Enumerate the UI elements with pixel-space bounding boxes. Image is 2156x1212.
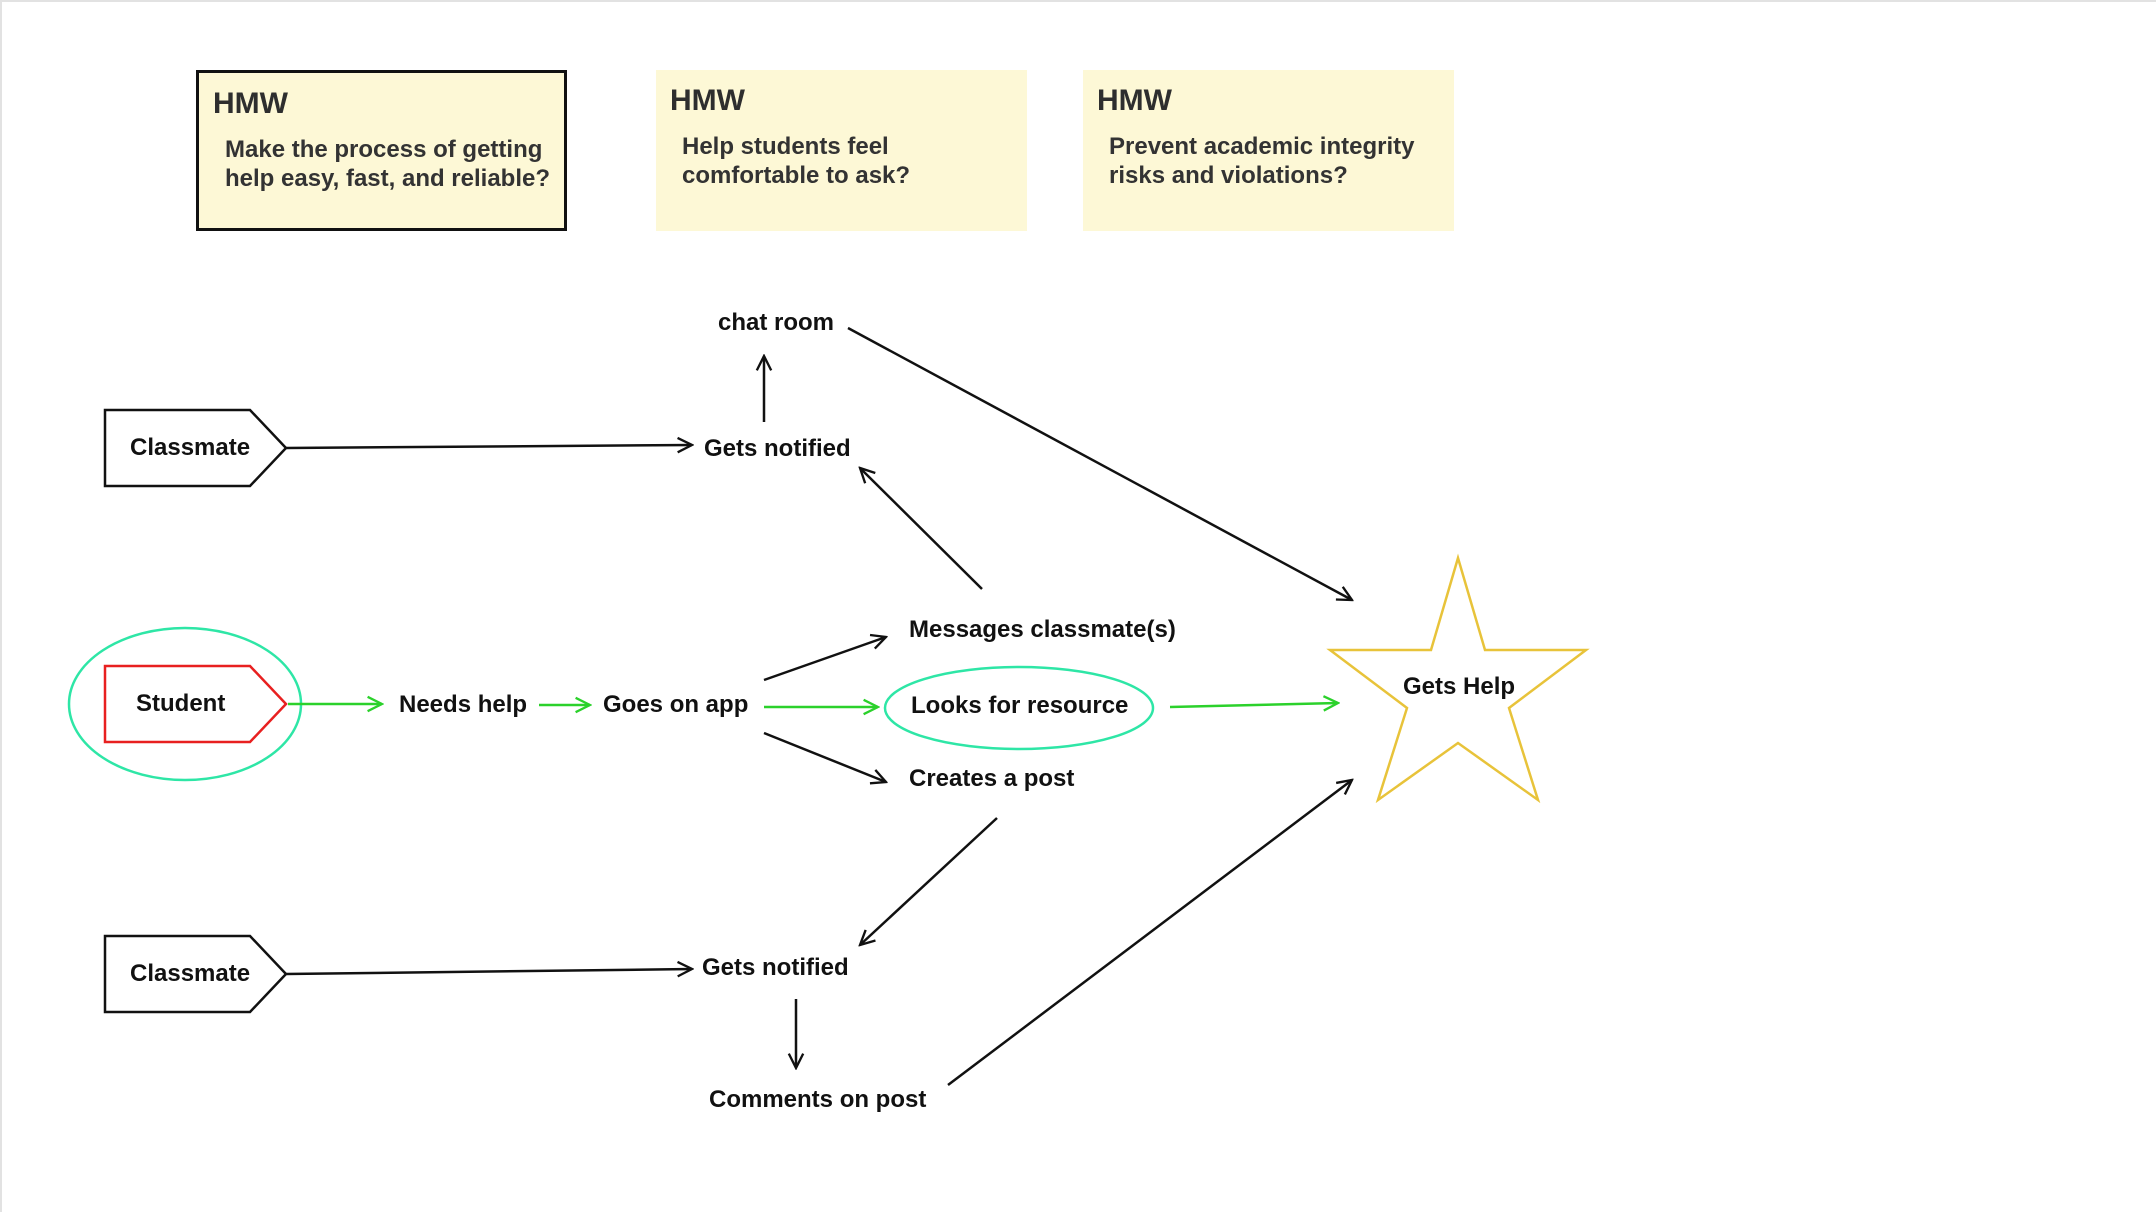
step-chat-room[interactable]: chat room [718, 309, 835, 336]
arrow-creates-post-to-gets-notified[interactable] [860, 817, 998, 945]
step-goes-on-app[interactable]: Goes on app [603, 691, 749, 718]
hmw-note-1[interactable]: HMW Make the process of getting help eas… [196, 70, 567, 231]
hmw-note-2-title: HMW [670, 84, 745, 117]
arrow-looks-for-resource-to-gets-help[interactable] [1169, 703, 1338, 707]
goal-star[interactable] [1326, 553, 1590, 804]
step-gets-notified-bottom[interactable]: Gets notified [702, 954, 849, 981]
classmate-bottom-shape[interactable] [103, 934, 288, 1014]
hmw-note-3-title: HMW [1097, 84, 1172, 117]
arrow-classmate-top-to-gets-notified[interactable] [285, 445, 692, 448]
classmate-top-shape[interactable] [103, 408, 288, 488]
hmw-note-3-body-line-2: risks and violations? [1109, 162, 1348, 189]
hmw-note-3[interactable]: HMW Prevent academic integrity risks and… [1083, 70, 1454, 231]
step-needs-help[interactable]: Needs help [399, 691, 528, 718]
hmw-note-1-body-line-1: Make the process of getting [225, 136, 543, 163]
step-messages-classmates[interactable]: Messages classmate(s) [909, 616, 1176, 643]
hmw-note-1-body-line-2: help easy, fast, and reliable? [225, 165, 551, 192]
hmw-note-3-body-line-1: Prevent academic integrity [1109, 133, 1415, 160]
hmw-note-2[interactable]: HMW Help students feel comfortable to as… [656, 70, 1027, 231]
arrow-messages-to-gets-notified[interactable] [860, 468, 983, 590]
goal-label: Gets Help [1403, 673, 1516, 700]
arrow-goes-on-app-to-messages[interactable] [763, 637, 886, 682]
step-creates-a-post[interactable]: Creates a post [909, 765, 1075, 792]
arrow-chat-room-to-gets-help[interactable] [847, 326, 1352, 600]
hmw-note-1-title: HMW [213, 87, 288, 120]
student-shape[interactable] [103, 664, 288, 744]
step-looks-for-resource[interactable]: Looks for resource [911, 692, 1129, 719]
arrow-comments-to-gets-help[interactable] [947, 780, 1352, 1086]
hmw-note-2-body-line-1: Help students feel [682, 133, 889, 160]
resource-highlight-ring[interactable] [883, 665, 1155, 751]
arrow-classmate-bottom-to-gets-notified[interactable] [285, 969, 692, 974]
hmw-note-2-body-line-2: comfortable to ask? [682, 162, 911, 189]
step-gets-notified-top[interactable]: Gets notified [704, 435, 851, 462]
arrow-goes-on-app-to-creates-post[interactable] [763, 731, 886, 782]
step-comments-on-post[interactable]: Comments on post [709, 1086, 927, 1113]
